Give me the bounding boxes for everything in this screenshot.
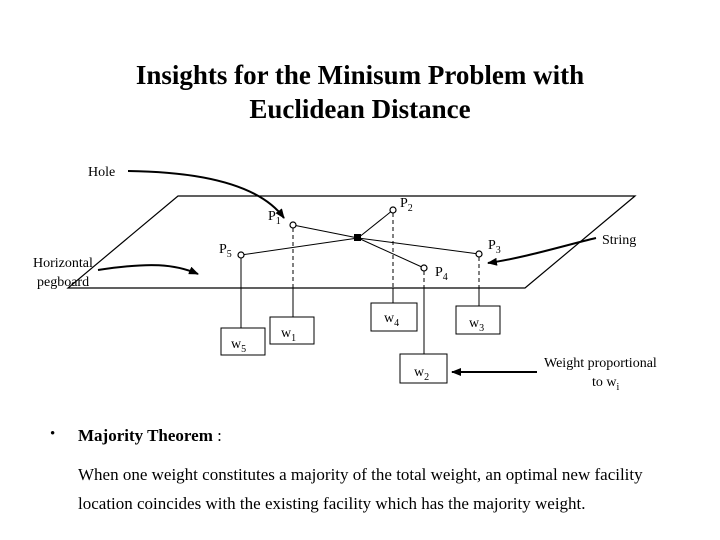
string-label: String (602, 233, 636, 248)
hole-p4 (420, 264, 428, 272)
point-label-p4: P4 (435, 265, 448, 283)
string-to-p2 (357, 209, 394, 239)
string-to-p3 (357, 237, 480, 255)
weight-box-w2 (399, 353, 448, 384)
strings-on-board (240, 209, 480, 269)
weight-label-w2: w2 (414, 365, 429, 383)
point-label-p1: P1 (268, 209, 281, 227)
knot-marker (354, 234, 361, 241)
pegboard-label-line-2: pegboard (37, 275, 89, 290)
hole-label: Hole (88, 165, 115, 180)
string-to-p4 (357, 237, 425, 269)
pegboard-label-line-1: Horizontal (33, 256, 93, 271)
theorem-body: When one weight constitutes a majority o… (78, 465, 643, 513)
weight-label-w3: w3 (469, 316, 484, 334)
weight-label-w1: w1 (281, 326, 296, 344)
hole-p1 (289, 221, 297, 229)
pegboard-arrow (97, 264, 199, 275)
point-label-p3: P3 (488, 238, 501, 256)
slide-title: Insights for the Minisum Problem with Eu… (0, 58, 720, 126)
pegboard-plane (66, 195, 637, 289)
theorem-heading-row: Majority Theorem : (78, 426, 222, 446)
string-to-p5 (240, 237, 359, 256)
weight-note-line-1: Weight proportional (544, 356, 657, 371)
theorem-heading: Majority Theorem (78, 426, 213, 445)
weight-label-w4: w4 (384, 311, 399, 329)
hole-arrow (127, 170, 285, 219)
hole-p3 (475, 250, 483, 258)
hole-p2 (389, 206, 397, 214)
weight-boxes (220, 302, 501, 384)
point-label-p2: P2 (400, 196, 413, 214)
slide-title-line-2: Euclidean Distance (249, 94, 471, 124)
weight-box-w5 (220, 327, 266, 356)
string-arrow (487, 237, 597, 266)
weight-box-w4 (370, 302, 418, 332)
slide-title-line-1: Insights for the Minisum Problem with (135, 60, 585, 90)
string-to-p1 (292, 224, 359, 239)
weight-note-line-2: to wi (592, 375, 620, 393)
callout-arrows (97, 170, 597, 376)
weight-box-w1 (269, 316, 315, 345)
weight-label-w5: w5 (231, 337, 246, 355)
hanging-strings (240, 213, 480, 354)
bullet-icon: • (50, 426, 56, 442)
weight-box-w3 (455, 305, 501, 335)
point-label-p5: P5 (219, 242, 232, 260)
theorem-heading-suffix: : (212, 426, 222, 445)
hole-p5 (237, 251, 245, 259)
